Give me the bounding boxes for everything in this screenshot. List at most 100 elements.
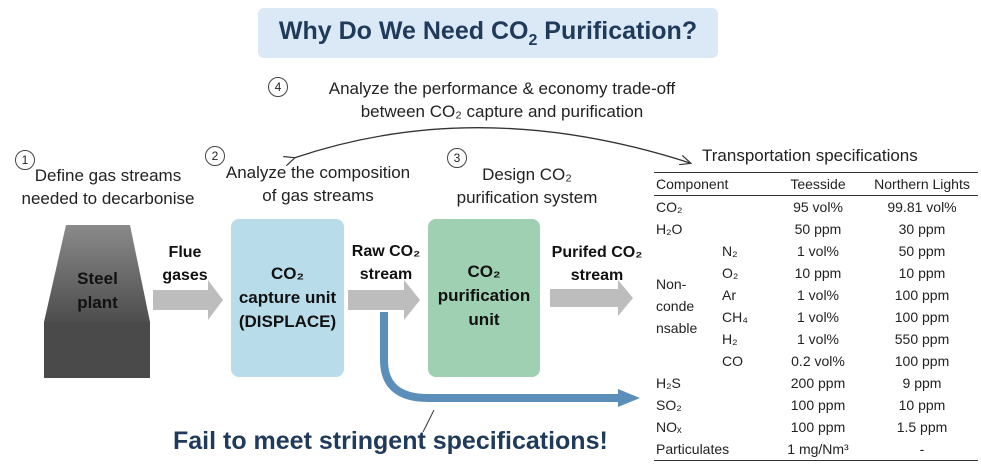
cell-northern: 10 ppm <box>898 397 946 413</box>
fail-callout-line <box>422 409 435 433</box>
bypass-arrow <box>380 312 622 402</box>
cell-component: Particulates <box>654 438 770 461</box>
cell-teesside: 1 mg/Nm³ <box>770 438 866 461</box>
step-4-text: Analyze the performance & economy trade-… <box>292 77 712 123</box>
header-component: Component <box>654 172 770 196</box>
table-row: O₂ 10 ppm 10 ppm <box>654 262 978 284</box>
cell-northern: - <box>866 438 978 461</box>
cell-northern: 9 ppm <box>902 375 942 391</box>
step-3-line2: purification system <box>456 188 598 207</box>
cell-teesside: 1 vol% <box>796 331 840 347</box>
table-row: Particulates 1 mg/Nm³ - <box>654 438 978 461</box>
cell-component: N₂ <box>722 243 738 259</box>
cell-component: CH₄ <box>722 309 748 325</box>
step-4-number: 4 <box>268 77 288 97</box>
cell-northern: 550 ppm <box>894 331 950 347</box>
purification-unit-line2: purification <box>437 286 531 305</box>
step-2-line2: of gas streams <box>262 186 374 205</box>
spec-header-row: Component Teesside Northern Lights <box>654 172 978 196</box>
capture-unit-box <box>231 219 344 377</box>
cell-teesside: 1 vol% <box>796 287 840 303</box>
step-1-line1: Define gas streams <box>34 166 182 185</box>
raw-stream-line1: Raw CO₂ <box>351 243 421 260</box>
raw-stream-label: Raw CO₂ stream <box>343 240 429 286</box>
purified-stream-line1: Purifed CO₂ <box>551 244 643 261</box>
step-3-text: Design CO₂ purification system <box>442 163 612 209</box>
step-2-number: 2 <box>205 146 225 166</box>
noncondensable-group-label: Non- conde nsable <box>654 240 720 372</box>
cell-northern: 30 ppm <box>898 221 946 237</box>
title-banner: Why Do We Need CO2 Purification? <box>258 8 718 58</box>
steel-plant-line2: plant <box>77 293 118 312</box>
cell-northern: 10 ppm <box>898 265 946 281</box>
spec-title: Transportation specifications <box>702 146 918 165</box>
spec-table-container: Component Teesside Northern Lights CO₂ 9… <box>654 172 978 461</box>
capture-unit-line1: CO₂ <box>270 264 305 283</box>
flue-gases-label: Flue gases <box>150 241 220 287</box>
tradeoff-arrow <box>294 127 690 163</box>
header-northern: Northern Lights <box>866 172 978 196</box>
raw-stream-line2: stream <box>359 266 413 283</box>
step-4-line2: between CO₂ capture and purification <box>360 102 644 121</box>
cell-component: SO₂ <box>656 397 682 413</box>
page-title: Why Do We Need CO2 Purification? <box>278 16 698 49</box>
purification-unit-line1: CO₂ <box>467 262 501 281</box>
table-row: CO 0.2 vol% 100 ppm <box>654 350 978 372</box>
table-row: Non- conde nsable N₂ 1 vol% 50 ppm <box>654 240 978 336</box>
flue-gas-arrow <box>153 280 223 320</box>
bypass-arrowhead <box>618 389 640 407</box>
fail-message: Fail to meet stringent specifications! <box>173 427 608 455</box>
purification-unit-label: CO₂ purification unit <box>428 260 540 332</box>
step-2-text: Analyze the composition of gas streams <box>200 161 436 207</box>
purified-stream-arrow <box>550 280 633 316</box>
cell-teesside: 200 ppm <box>790 375 846 391</box>
table-row: CO₂ 95 vol% 99.81 vol% <box>654 196 978 219</box>
capture-unit-line2: capture unit <box>238 288 337 307</box>
cell-component: H₂ <box>722 331 738 347</box>
steel-plant-label: Steel plant <box>50 267 145 315</box>
capture-unit-label: CO₂ capture unit (DISPLACE) <box>231 262 344 334</box>
table-row: H₂S 200 ppm 9 ppm <box>654 372 978 394</box>
cell-component: H₂S <box>656 375 681 391</box>
purification-unit-box <box>428 219 540 377</box>
steel-plant-shape <box>44 225 150 378</box>
purified-stream-line2: stream <box>570 267 624 284</box>
cell-component: CO₂ <box>656 199 683 215</box>
cell-teesside: 0.2 vol% <box>791 353 845 369</box>
cell-component: CO <box>722 353 743 369</box>
cell-northern: 100 ppm <box>894 353 950 369</box>
cell-component: O₂ <box>722 265 739 281</box>
cell-component: Ar <box>722 287 736 303</box>
cell-teesside: 10 ppm <box>794 265 842 281</box>
flue-gases-line1: Flue <box>168 244 202 261</box>
cell-component: NOₓ <box>656 419 682 435</box>
raw-stream-arrow <box>348 280 420 320</box>
cell-teesside: 100 ppm <box>790 419 846 435</box>
step-1-text: Define gas streams needed to decarbonise <box>0 164 216 210</box>
cell-northern: 99.81 vol% <box>887 199 957 215</box>
cell-teesside: 95 vol% <box>793 199 843 215</box>
capture-unit-line3: (DISPLACE) <box>238 312 337 331</box>
cell-teesside: 1 vol% <box>796 309 840 325</box>
step-1-number: 1 <box>15 150 35 170</box>
cell-teesside: 100 ppm <box>790 397 846 413</box>
table-row: NOₓ 100 ppm 1.5 ppm <box>654 416 978 438</box>
purified-stream-label: Purifed CO₂ stream <box>543 241 651 287</box>
table-row: H₂ 1 vol% 550 ppm <box>654 328 978 350</box>
cell-northern: 50 ppm <box>898 243 946 259</box>
spec-table: Component Teesside Northern Lights CO₂ 9… <box>654 172 978 461</box>
group-label-line3: nsable <box>656 320 698 336</box>
cell-northern: 100 ppm <box>894 287 950 303</box>
flue-gases-line2: gases <box>162 267 208 284</box>
table-row: SO₂ 100 ppm 10 ppm <box>654 394 978 416</box>
table-row: H₂O 50 ppm 30 ppm <box>654 218 978 240</box>
purification-unit-line3: unit <box>468 310 500 329</box>
cell-northern: 100 ppm <box>894 309 950 325</box>
step-1-line2: needed to decarbonise <box>21 189 195 208</box>
group-label-line2: conde <box>656 298 695 314</box>
header-teesside: Teesside <box>770 172 866 196</box>
cell-component: H₂O <box>656 221 683 237</box>
step-4-line1: Analyze the performance & economy trade-… <box>328 79 676 98</box>
step-2-line1: Analyze the composition <box>225 163 411 182</box>
